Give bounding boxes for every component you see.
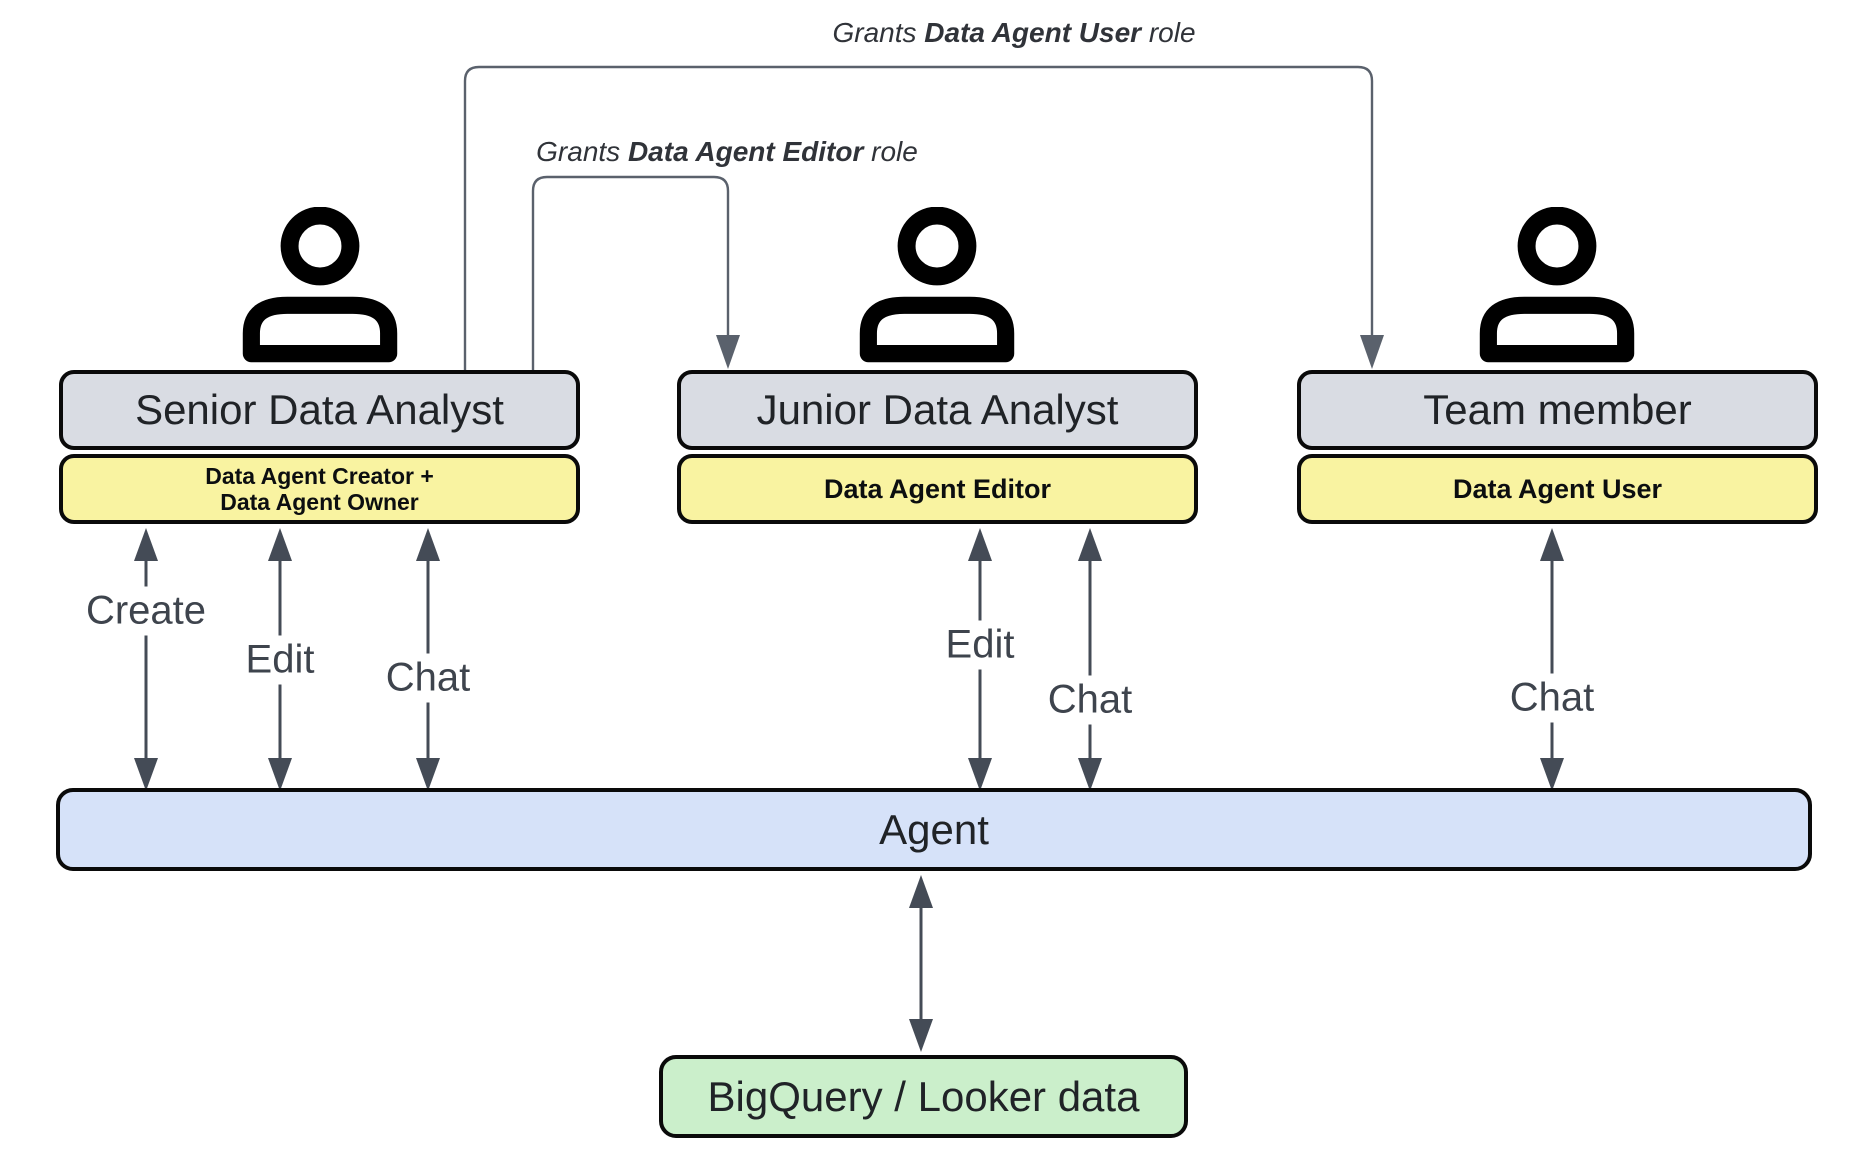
actor-title-team: Team member [1297,370,1818,450]
actor-title-junior: Junior Data Analyst [677,370,1198,450]
agent-bar: Agent [56,788,1812,871]
grant-label-role: Data Agent User [924,17,1142,48]
chat-arrow-junior [1078,528,1102,791]
role-line: Data Agent User [1452,474,1663,504]
grant-label-role: Data Agent Editor [627,136,864,167]
actor-role-badge-junior: Data Agent Editor [677,454,1198,524]
agent-data-arrow [909,875,933,1052]
chat-label-team: Chat [1501,673,1603,723]
person-icon-senior [242,207,398,363]
actor-title-senior: Senior Data Analyst [59,370,580,450]
role-line: Data Agent Owner [220,489,419,515]
grant-label-prefix: Grants [832,17,925,48]
grant-label-prefix: Grants [536,136,628,167]
actor-role-badge-team: Data Agent User [1297,454,1818,524]
grant-arrow-editor [531,175,740,370]
chat-label-senior: Chat [377,653,479,703]
grant-label-suffix: role [1141,17,1196,48]
grant-user-label: Grants Data Agent User role [832,17,1195,49]
role-line: Data Agent Editor [823,474,1051,504]
chat-arrow-team [1540,528,1564,791]
person-icon-junior [859,207,1015,363]
create-label-senior: Create [77,586,215,636]
datastore-box: BigQuery / Looker data [659,1055,1188,1138]
grant-editor-label: Grants Data Agent Editor role [536,136,918,168]
actor-role-badge-senior: Data Agent Creator + Data Agent Owner [59,454,580,524]
grant-arrow-user [463,65,1384,370]
role-line: Data Agent Creator + [205,463,434,489]
edit-label-junior: Edit [937,620,1023,670]
edit-label-senior: Edit [237,635,323,685]
create-arrow-senior [134,528,158,791]
chat-label-junior: Chat [1039,675,1141,725]
grant-label-suffix: role [863,136,918,167]
person-icon-team [1479,207,1635,363]
